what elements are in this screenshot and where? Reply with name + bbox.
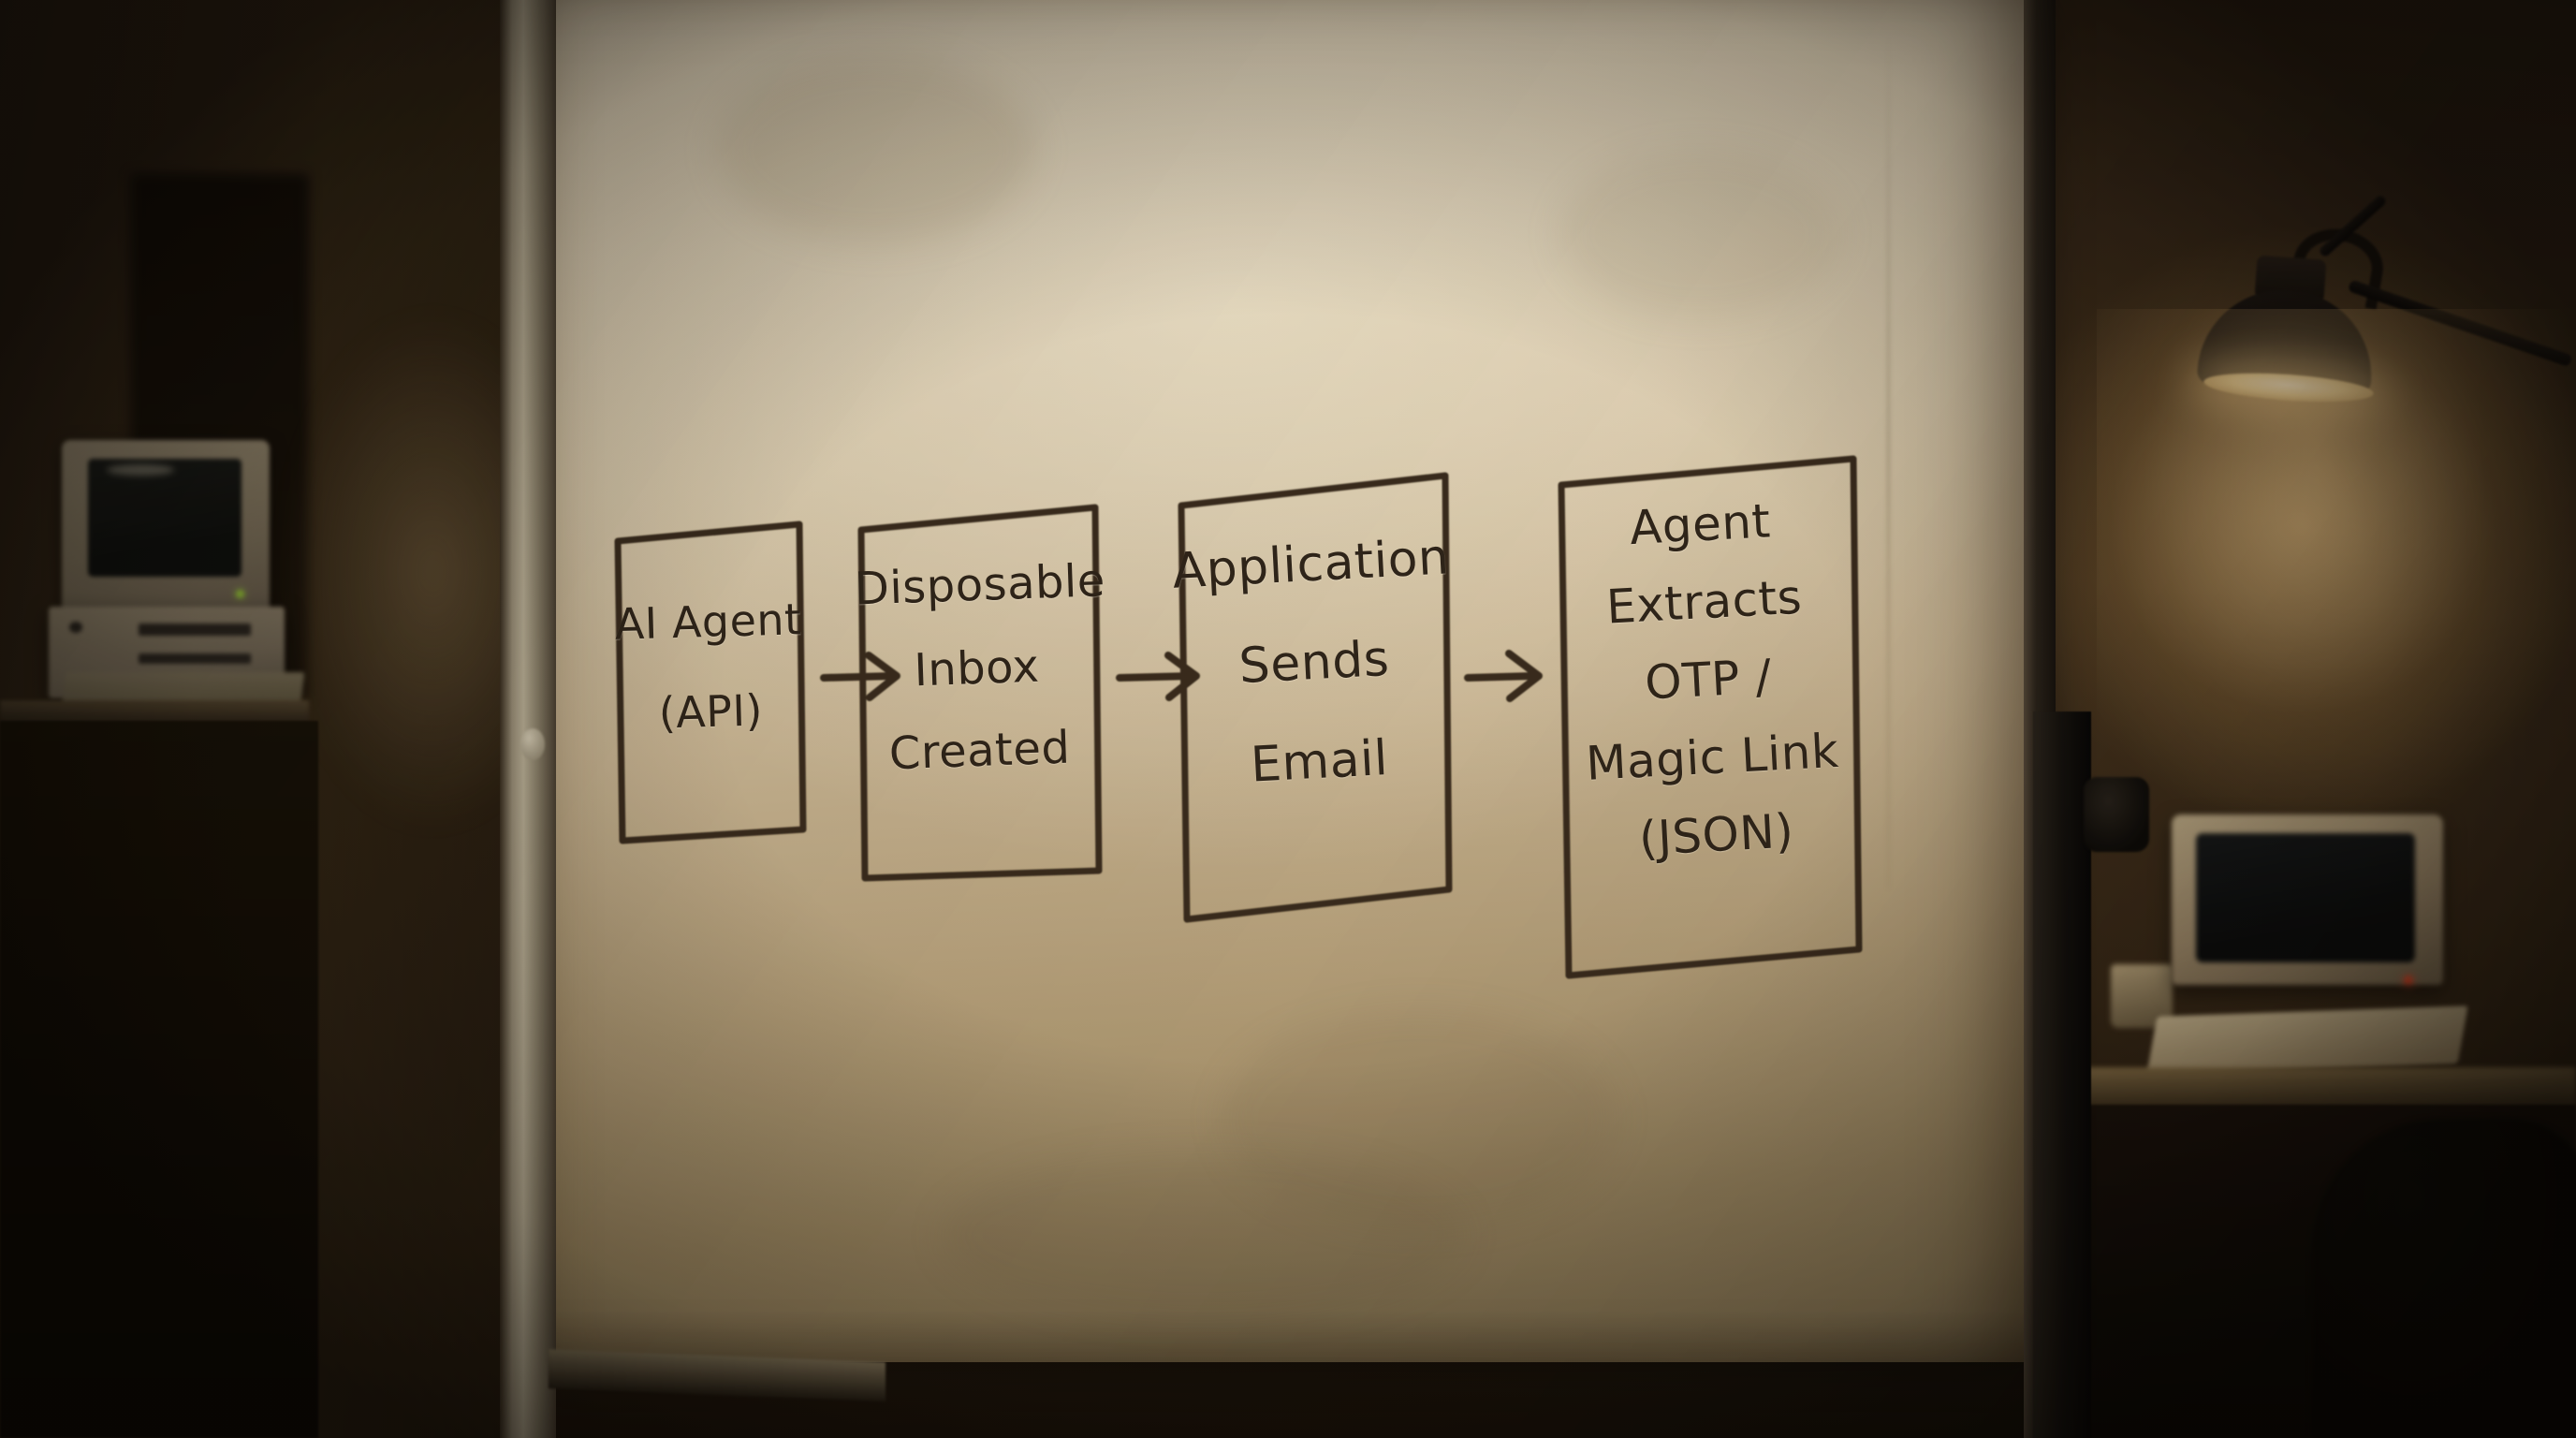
- whiteboard-frame-left: [500, 0, 556, 1438]
- vintage-crt-right: [2172, 814, 2452, 1020]
- desk-left-body: [0, 721, 318, 1438]
- monitor-screen: [88, 459, 242, 577]
- screen-glare: [107, 464, 174, 476]
- node-box-1: [614, 521, 807, 844]
- whiteboard-tilt-knob: [2084, 777, 2149, 852]
- node-box-3: [1178, 472, 1453, 923]
- power-led-red-icon: [2404, 976, 2413, 985]
- power-led-green-icon: [236, 590, 244, 598]
- node-box-2: [857, 504, 1103, 882]
- diagram-ink-layer: [614, 455, 1863, 979]
- flow-diagram: AI Agent (API) Disposable Inbox Created …: [549, 0, 2033, 1362]
- office-chair: [2312, 1119, 2576, 1438]
- left-wall-light-pool: [281, 309, 534, 833]
- whiteboard-surface: AI Agent (API) Disposable Inbox Created …: [549, 0, 2033, 1362]
- lamp-arm-lower: [2347, 279, 2573, 368]
- indicator-dot: [69, 622, 82, 633]
- monitor-housing: [62, 440, 270, 613]
- vintage-computer-left: [49, 440, 305, 721]
- whiteboard-left-knob: [520, 728, 545, 760]
- crt-screen: [2196, 833, 2415, 962]
- crt-housing: [2172, 814, 2443, 985]
- arrow-3: [1464, 650, 1543, 702]
- drive-slot: [139, 624, 251, 636]
- desk-lamp: [2181, 194, 2574, 449]
- drive-slot-secondary: [139, 653, 251, 664]
- whiteboard-right-post: [2033, 712, 2091, 1438]
- node-box-4: [1558, 455, 1863, 979]
- keyboard-right: [2146, 1005, 2468, 1075]
